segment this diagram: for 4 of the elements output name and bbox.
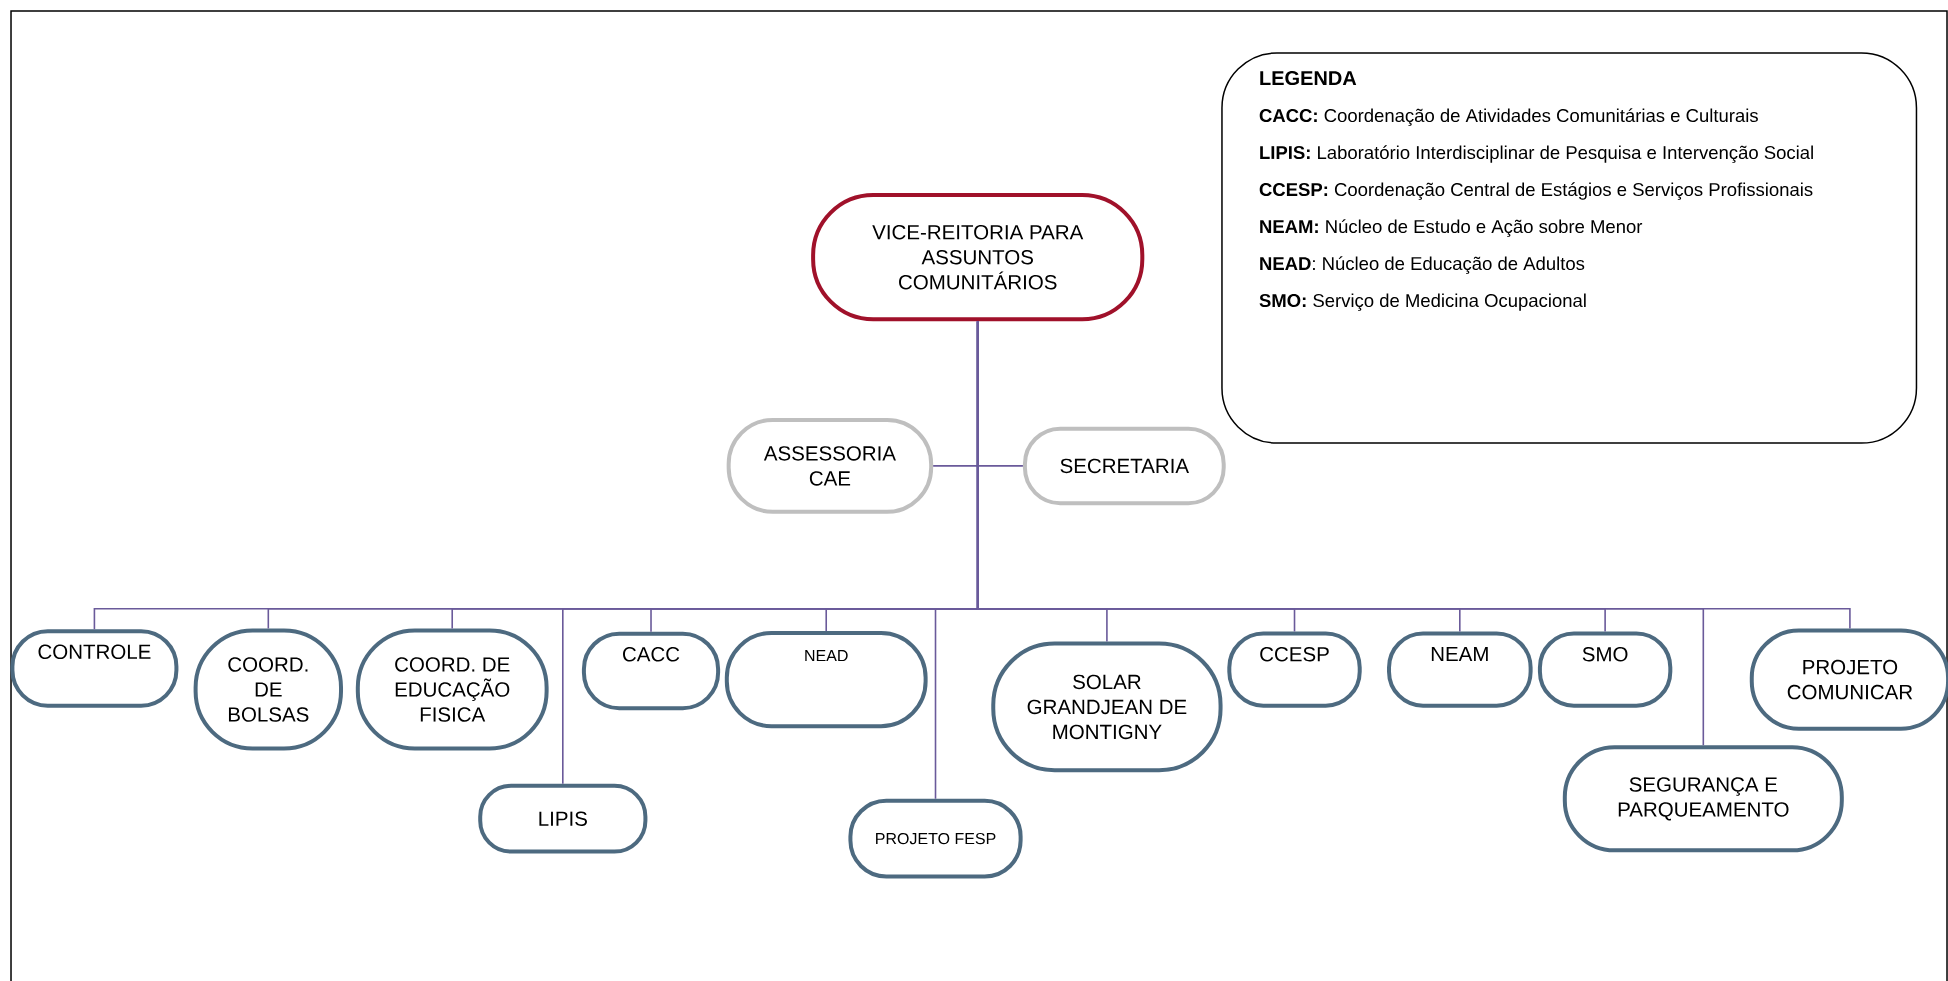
connector-line [976,320,1705,747]
node-label: PROJETO COMUNICAR [1787,659,1913,700]
rounded-oval-box: PROJETO COMUNICAR [1749,628,1948,731]
legend-box: LEGENDA CACC: Coordenação de Atividades Comunitárias e Culturais LIPIS: Laboratório Interdisciplinar de Pesquisa e Intervenção Social CCESP: Coordenação Central de Estágios e Serviços Profissionais NEAM: Núcleo de Estudo e Ação sobre Menor NEAD: Núcleo de Educação de Adultos SMO: Serviço de Medicina Ocupacional [1221,52,1918,444]
